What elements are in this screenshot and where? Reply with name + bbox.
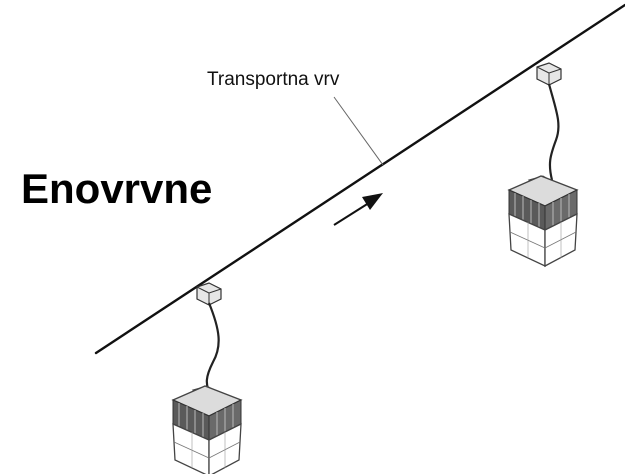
- gondola-cabin-icon: [508, 175, 578, 267]
- cable-label-leader: [333, 96, 384, 166]
- hanger-arm-left: [205, 302, 220, 399]
- system-type-heading: Enovrvne: [21, 165, 212, 212]
- arrow-right-up-icon: [333, 193, 383, 226]
- cable-grip-icon: [536, 62, 562, 86]
- cable-label: Transportna vrv: [207, 69, 340, 90]
- haul-rope: [94, 3, 625, 355]
- cable-grip-icon: [196, 282, 222, 306]
- hanger-arm-right: [547, 83, 560, 181]
- gondola-cabin-icon: [172, 385, 242, 474]
